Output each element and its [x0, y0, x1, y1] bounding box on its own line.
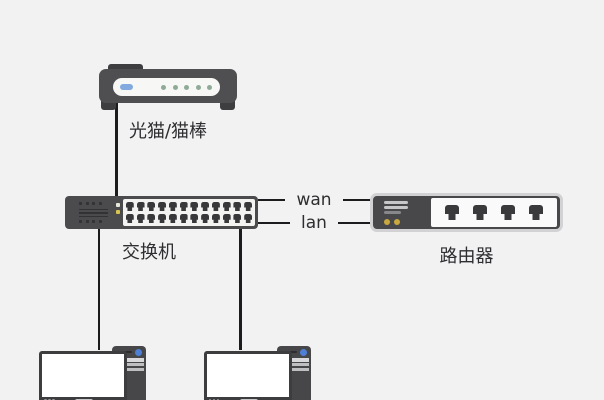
switch-indicator-dot-icon	[98, 220, 102, 223]
switch-status-led-icon	[116, 210, 120, 214]
switch-indicator-dots-bottom	[79, 220, 102, 223]
ethernet-port-icon	[244, 213, 253, 224]
wan-label: wan	[285, 190, 343, 210]
switch-port-panel	[123, 199, 255, 226]
tower-bay	[279, 363, 309, 366]
ethernet-port-icon	[179, 213, 188, 224]
modem-status-led-icon	[207, 84, 212, 90]
ethernet-port-icon	[501, 205, 515, 220]
ethernet-port-icon	[473, 205, 487, 220]
modem-front-panel	[113, 78, 220, 96]
ethernet-port-icon	[147, 201, 156, 212]
ethernet-port-icon	[168, 201, 177, 212]
router-label: 路由器	[439, 246, 494, 267]
ethernet-port-icon	[222, 213, 231, 224]
pc-screen	[42, 353, 124, 397]
switch-vent-line	[79, 212, 108, 214]
lan-label: lan	[290, 213, 338, 233]
tower-bay	[279, 357, 309, 362]
desktop-computer-2	[203, 346, 350, 400]
ethernet-port-icon	[125, 213, 134, 224]
modem-status-led-icon	[161, 84, 166, 90]
optical-modem-device	[99, 64, 237, 118]
ethernet-port-icon	[179, 201, 188, 212]
ethernet-port-icon	[136, 213, 145, 224]
router-vent-line	[384, 211, 401, 214]
ethernet-port-icon	[147, 213, 156, 224]
switch-indicator-dot-icon	[85, 202, 89, 205]
tower-bay	[115, 363, 144, 366]
tower-bay	[279, 368, 309, 371]
ethernet-port-icon	[158, 213, 167, 224]
modem-status-led-icon	[184, 84, 189, 90]
ethernet-port-icon	[136, 201, 145, 212]
ethernet-port-icon	[168, 213, 177, 224]
modem-label: 光猫/猫棒	[128, 121, 208, 142]
switch-vent-line	[79, 215, 108, 218]
tower-power-button-icon	[135, 348, 142, 356]
ethernet-port-icon	[211, 213, 220, 224]
modem-status-leds	[161, 84, 212, 90]
tower-drive-slot-icon	[289, 350, 297, 353]
router-status-leds	[384, 219, 400, 225]
ethernet-port-icon	[158, 201, 167, 212]
switch-vent-line	[79, 208, 108, 211]
cable-modem-to-switch	[115, 102, 118, 196]
router-led-icon	[384, 219, 390, 225]
router-vent-line	[384, 201, 408, 204]
switch-indicator-dot-icon	[92, 202, 95, 205]
switch-indicator-dot-icon	[92, 220, 95, 223]
switch-port-row-1	[123, 201, 255, 212]
modem-body	[99, 69, 237, 103]
modem-power-led-icon	[120, 84, 133, 90]
cable-switch-to-pc2	[239, 229, 242, 350]
switch-label: 交换机	[122, 242, 176, 263]
switch-port-row-2	[123, 213, 255, 224]
modem-status-led-icon	[172, 84, 178, 90]
switch-indicator-dot-icon	[79, 202, 82, 205]
router-port-panel	[431, 198, 557, 227]
ethernet-port-icon	[201, 201, 210, 212]
ethernet-port-icon	[190, 201, 199, 212]
ethernet-port-icon	[222, 201, 231, 212]
wan-link: wan	[258, 190, 370, 210]
switch-power-led-icon	[116, 203, 120, 207]
ethernet-port-icon	[125, 201, 134, 212]
tower-bay	[115, 357, 144, 362]
router-device	[370, 193, 563, 232]
ethernet-port-icon	[211, 201, 220, 212]
ethernet-port-icon	[233, 201, 242, 212]
pc-monitor	[39, 350, 127, 400]
ethernet-port-icon	[445, 205, 459, 220]
pc-monitor	[203, 350, 292, 400]
ethernet-port-icon	[190, 213, 199, 224]
desktop-computer-1	[39, 346, 185, 400]
ethernet-port-icon	[233, 213, 242, 224]
tower-bay	[115, 368, 144, 371]
tower-drive-slot-icon	[125, 350, 132, 353]
ethernet-port-icon	[201, 213, 210, 224]
router-vent-line	[384, 206, 408, 209]
ethernet-port-icon	[529, 205, 543, 220]
ethernet-switch-device	[65, 196, 258, 229]
modem-status-led-icon	[195, 84, 201, 90]
switch-indicator-dots-top	[79, 202, 102, 205]
tower-power-button-icon	[299, 348, 307, 356]
switch-indicator-dot-icon	[98, 202, 102, 205]
pc-screen	[206, 353, 289, 397]
switch-indicator-dot-icon	[85, 220, 89, 223]
cable-switch-to-pc1	[97, 229, 100, 350]
lan-link: lan	[258, 213, 370, 233]
switch-indicator-dot-icon	[79, 220, 82, 223]
router-led-icon	[394, 219, 400, 225]
ethernet-port-icon	[244, 201, 253, 212]
